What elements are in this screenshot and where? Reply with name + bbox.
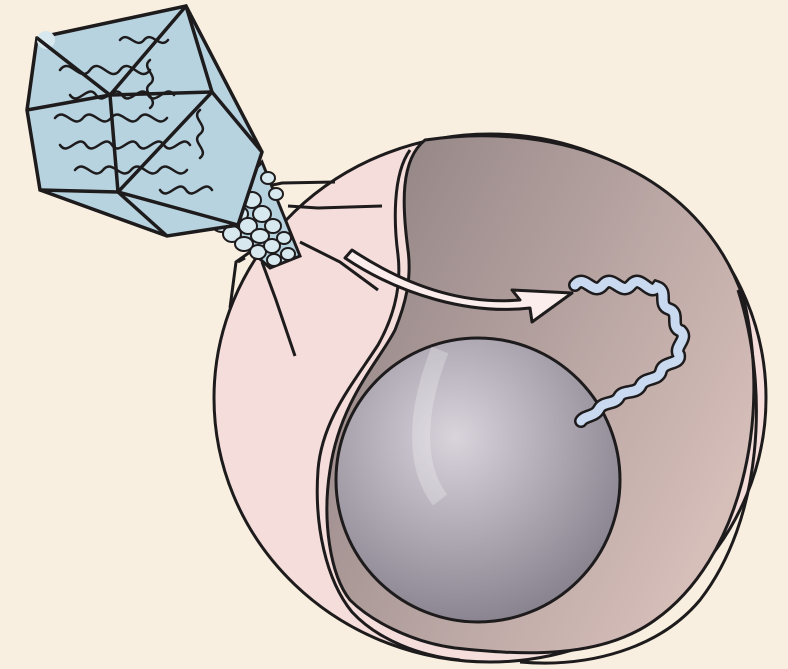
nucleus-sphere-icon xyxy=(336,338,620,622)
sheath-ring xyxy=(265,219,281,233)
nucleus-body xyxy=(336,338,620,622)
sheath-ring xyxy=(267,254,281,266)
tail-fiber xyxy=(288,206,382,208)
sheath-ring xyxy=(261,172,275,184)
sheath-ring xyxy=(281,248,295,260)
sheath-ring xyxy=(269,188,283,200)
sheath-ring xyxy=(277,232,291,244)
